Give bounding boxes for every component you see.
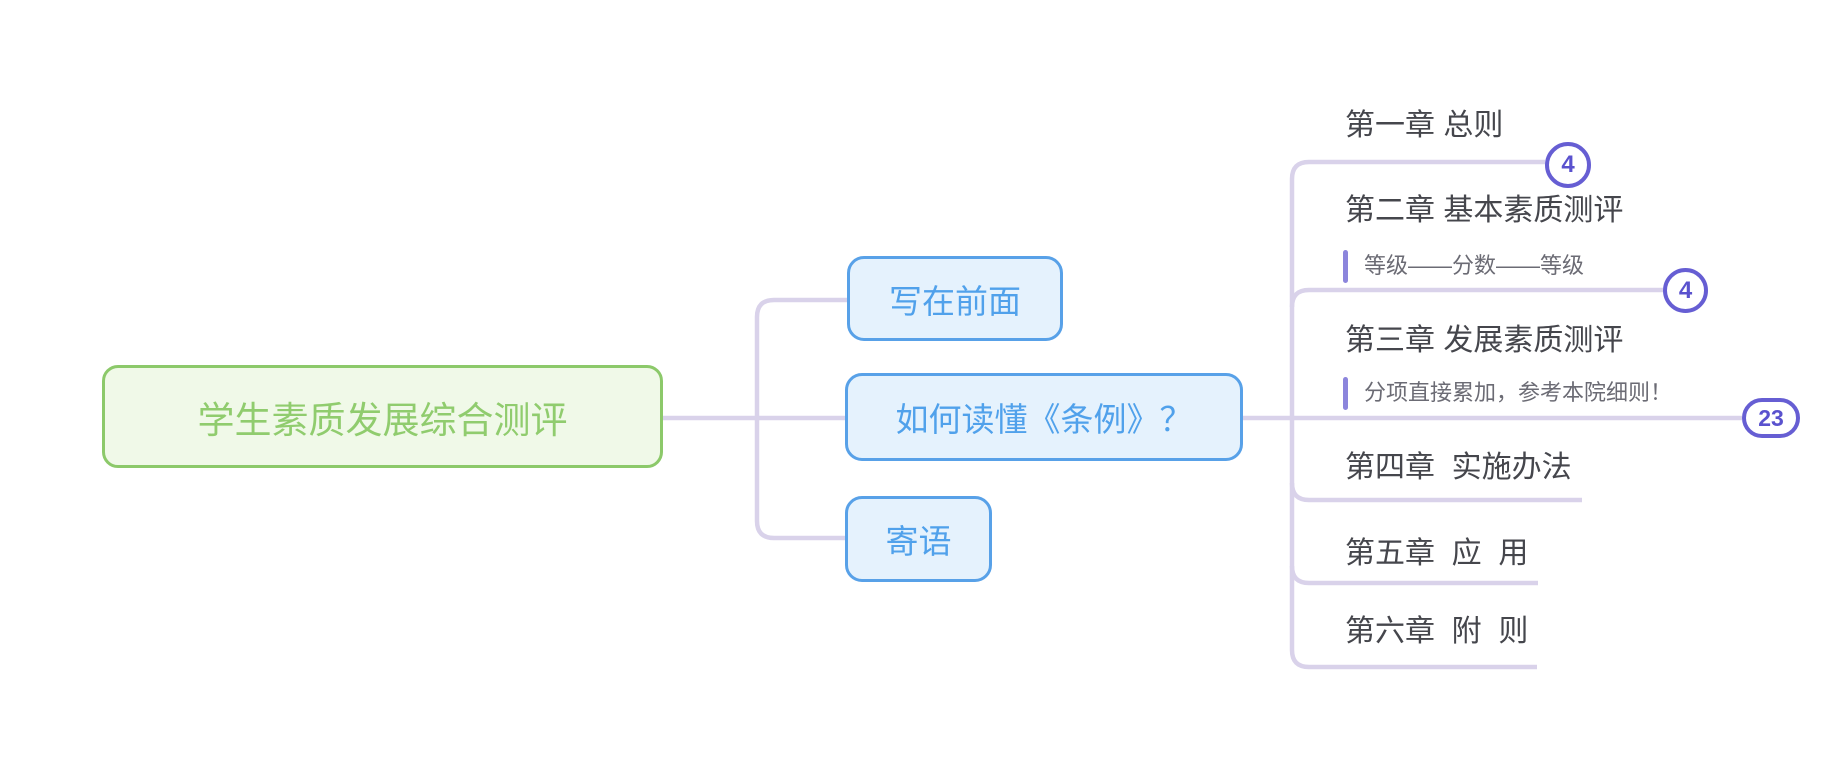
chapter3-count-badge[interactable]: 23 bbox=[1742, 398, 1800, 438]
edge-chapter4-underline bbox=[1289, 482, 1582, 503]
topic-how-to-read[interactable]: 如何读懂《条例》？ bbox=[845, 373, 1243, 461]
topic-chapter5[interactable]: 第五章 应 用 bbox=[1345, 537, 1529, 570]
root-topic[interactable]: 学生素质发展综合测评 bbox=[102, 365, 663, 468]
topic-chapter1[interactable]: 第一章 总则 bbox=[1345, 109, 1504, 142]
topic-chapter6[interactable]: 第六章 附 则 bbox=[1345, 615, 1529, 648]
edge-chapter2-underline bbox=[1289, 287, 1663, 308]
topic-chapter4[interactable]: 第四章 实施办法 bbox=[1345, 451, 1572, 484]
topic-preface[interactable]: 写在前面 bbox=[847, 256, 1063, 341]
topic-chapter3[interactable]: 第三章 发展素质测评 bbox=[1345, 324, 1624, 357]
chapter2-note-bar bbox=[1343, 250, 1348, 283]
topic-message[interactable]: 寄语 bbox=[845, 496, 992, 582]
chapter2-note: 等级——分数——等级 bbox=[1364, 253, 1585, 278]
topic-chapter2[interactable]: 第二章 基本素质测评 bbox=[1345, 194, 1624, 227]
chapter3-note-bar bbox=[1343, 377, 1348, 410]
chapter2-count-badge[interactable]: 4 bbox=[1663, 268, 1708, 313]
edge-chapter5-underline bbox=[1289, 565, 1538, 586]
edge-left-trunk bbox=[754, 297, 847, 541]
chapter1-count-badge[interactable]: 4 bbox=[1545, 142, 1591, 188]
edge-right-trunk bbox=[1289, 159, 1545, 670]
chapter3-note: 分项直接累加，参考本院细则！ bbox=[1364, 380, 1673, 405]
